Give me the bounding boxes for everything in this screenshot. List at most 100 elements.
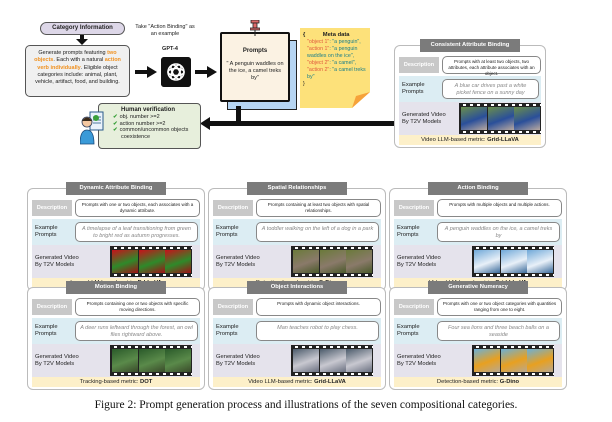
description-row: Description Prompts containing one or tw…: [32, 298, 200, 316]
checkmark-icon: ✔: [113, 120, 118, 127]
example-row: Example Prompts A blue car drives past a…: [399, 76, 541, 102]
example-prompt: Four sea lions and three beach balls on …: [437, 321, 560, 341]
video-frame: [346, 250, 372, 273]
video-frame: [500, 250, 527, 273]
film-strip: [110, 246, 192, 277]
video-row: Generated Video By T2V Models: [394, 245, 562, 278]
video-frame: [165, 250, 191, 273]
video-frame: [474, 349, 500, 372]
metadata-entry: "action 2": "a camel treks by": [307, 67, 366, 80]
film-strip: [291, 345, 373, 376]
metric-row: Video LLM-based metric: Grid-LLaVA: [399, 135, 541, 145]
video-label: Generated Video By T2V Models: [216, 255, 260, 268]
video-frame: [112, 250, 138, 273]
description-text: Prompts with multiple objects and multip…: [437, 199, 562, 217]
example-label: Example Prompts: [216, 225, 239, 238]
category-information-box: Category Information: [40, 22, 125, 35]
pushpin-icon: [250, 20, 260, 36]
example-label: Example Prompts: [216, 324, 239, 337]
verification-item: ✔obj. number >=2: [113, 113, 160, 120]
video-label: Generated Video By T2V Models: [397, 255, 441, 268]
video-frame: [527, 250, 553, 273]
prompts-text: " A penguin waddles on the ice, a camel …: [226, 61, 284, 81]
example-row: Example Prompts A timelapse of a leaf tr…: [32, 219, 200, 245]
film-strip: [110, 345, 192, 376]
arrow-down-icon: [76, 35, 88, 45]
film-strip: [459, 103, 541, 134]
metadata-sticky-note: {Meta data "object 1": "a penguin","acti…: [300, 28, 370, 108]
description-text: Prompts with dynamic object interactions…: [256, 298, 381, 316]
metric-prefix: Detection-based metric:: [436, 379, 500, 385]
highlighted-text: action verb individually: [37, 57, 121, 71]
panel-title: Generative Numeracy: [428, 281, 528, 294]
metric-row: Tracking-based metric: DOT: [32, 377, 200, 387]
example-prompt: A timelapse of a leaf transitioning from…: [75, 222, 198, 242]
description-label: Description: [32, 200, 72, 216]
example-prompt: A deer runs leftward through the forest,…: [75, 321, 198, 341]
video-frame: [138, 349, 165, 372]
instruction-text: Generate prompts featuring: [38, 50, 108, 56]
panel-title: Spatial Relationships: [247, 182, 347, 195]
video-frame: [319, 349, 346, 372]
video-row: Generated Video By T2V Models: [213, 245, 381, 278]
metadata-title: Meta data: [322, 32, 350, 38]
video-label: Generated Video By T2V Models: [35, 255, 79, 268]
film-strip: [472, 246, 554, 277]
example-row: Example Prompts Four sea lions and three…: [394, 318, 562, 344]
verification-item: ✔common/uncommon objects coexistence: [113, 127, 189, 141]
description-label: Description: [399, 57, 439, 73]
panel-title: Action Binding: [428, 182, 528, 195]
category-panel: Dynamic Attribute Binding Description Pr…: [27, 182, 205, 291]
video-label: Generated Video By T2V Models: [216, 354, 260, 367]
category-panel: Spatial Relationships Description Prompt…: [208, 182, 386, 291]
description-row: Description Prompts with dynamic object …: [213, 298, 381, 316]
example-label: Example Prompts: [402, 82, 425, 95]
video-row: Generated Video By T2V Models: [394, 344, 562, 377]
video-row: Generated Video By T2V Models: [32, 245, 200, 278]
video-frame: [487, 107, 514, 130]
video-frame: [474, 250, 500, 273]
verification-item: ✔action number >=2: [113, 120, 166, 127]
video-frame: [527, 349, 553, 372]
video-row: Generated Video By T2V Models: [213, 344, 381, 377]
human-verifier-icon: [80, 111, 104, 145]
example-label: Example Prompts: [397, 324, 420, 337]
description-label: Description: [394, 299, 434, 315]
description-label: Description: [394, 200, 434, 216]
example-label: Example Prompts: [35, 225, 58, 238]
video-label: Generated Video By T2V Models: [402, 112, 446, 125]
video-frame: [293, 250, 319, 273]
panel-title: Motion Binding: [66, 281, 166, 294]
example-prompt: A toddler walking on the left of a dog i…: [256, 222, 379, 242]
arrow-right-icon: [135, 66, 157, 78]
description-row: Description Prompts with one or two obje…: [32, 199, 200, 217]
metric-row: Video LLM-based metric: Grid-LLaVA: [213, 377, 381, 387]
panel-title: Dynamic Attribute Binding: [66, 182, 166, 195]
metadata-entry: "object 2": "a camel",: [307, 60, 357, 66]
metric-name: Grid-LLaVA: [487, 137, 519, 143]
description-row: Description Prompts containing at least …: [213, 199, 381, 217]
sticky-note-fold: [352, 92, 370, 108]
metric-prefix: Video LLM-based metric:: [248, 379, 315, 385]
video-row: Generated Video By T2V Models: [32, 344, 200, 377]
example-row: Example Prompts A penguin waddles on the…: [394, 219, 562, 245]
take-example-note: Take "Action Binding" as an example: [135, 24, 195, 37]
film-strip: [472, 345, 554, 376]
metric-prefix: Video LLM-based metric:: [421, 137, 488, 143]
metric-prefix: Tracking-based metric:: [79, 379, 141, 385]
video-frame: [165, 349, 191, 372]
human-verification-title: Human verification: [121, 107, 176, 113]
instruction-text: . Eligible object categories include: an…: [35, 64, 120, 86]
instruction-text: . Each with a natural: [53, 57, 105, 64]
example-label: Example Prompts: [397, 225, 420, 238]
video-frame: [500, 349, 527, 372]
prompts-title: Prompts: [242, 48, 268, 54]
description-text: Prompts with at least two objects, two a…: [442, 56, 541, 76]
description-label: Description: [213, 299, 253, 315]
description-text: Prompts containing one or two objects wi…: [75, 298, 200, 316]
metadata-entry: "object 1": "a penguin",: [307, 39, 361, 45]
description-text: Prompts with one or two objects, each as…: [75, 199, 200, 217]
gpt4-label: GPT-4: [162, 46, 178, 52]
metadata-entry: "action 1": "a penguin waddles on the ic…: [307, 46, 358, 59]
example-prompt: Man teaches robot to play chess.: [256, 321, 379, 341]
